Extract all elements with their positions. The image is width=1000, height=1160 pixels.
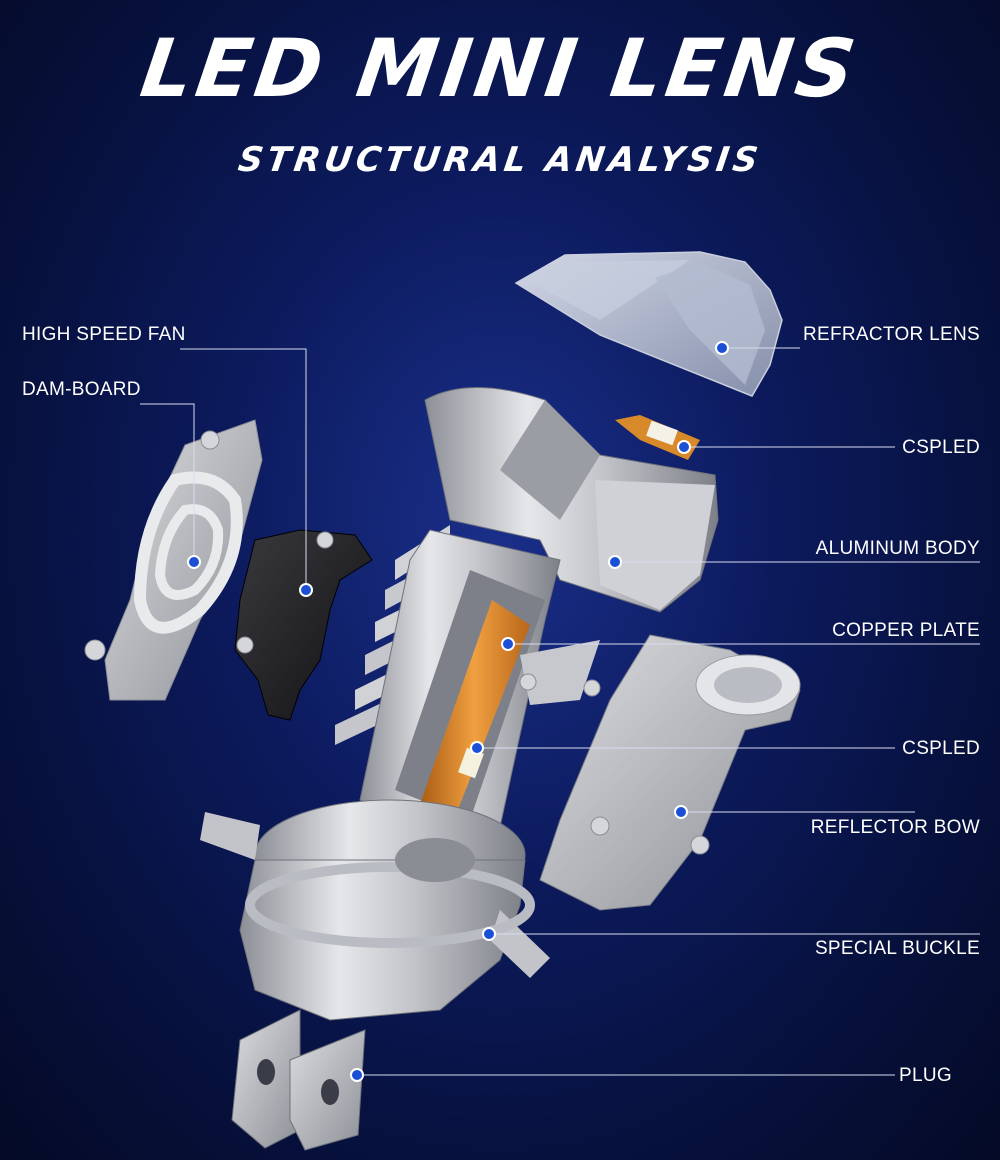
callout-dot-aluminum xyxy=(608,555,622,569)
callout-dot-refractor xyxy=(715,341,729,355)
callout-dot-cspled-bottom xyxy=(470,741,484,755)
dam-board-part xyxy=(84,419,263,701)
aluminum-body-part xyxy=(424,387,719,613)
callout-dot-fan xyxy=(299,583,313,597)
label-cspled-top: CSPLED xyxy=(902,437,980,458)
bracket-screws xyxy=(519,640,601,705)
label-high-speed-fan: HIGH SPEED FAN xyxy=(22,324,186,345)
callout-dot-dam xyxy=(187,555,201,569)
callout-dots xyxy=(187,341,729,1082)
label-cspled-bottom: CSPLED xyxy=(902,738,980,759)
cspled-top-chip xyxy=(615,415,700,460)
cspled-bottom-chip xyxy=(458,747,484,779)
callout-dot-copper xyxy=(501,637,515,651)
label-aluminum-body: ALUMINUM BODY xyxy=(815,538,980,559)
callout-dot-plug xyxy=(350,1068,364,1082)
callout-line-dam xyxy=(140,403,195,562)
copper-plate-part xyxy=(418,600,530,830)
callout-dot-buckle xyxy=(482,927,496,941)
label-dam-board: DAM-BOARD xyxy=(22,379,141,400)
label-refractor-lens: REFRACTOR LENS xyxy=(803,324,980,345)
label-reflector-bow: REFLECTOR BOW xyxy=(810,817,980,838)
callout-lines xyxy=(140,347,980,1076)
label-plug: PLUG xyxy=(899,1065,952,1086)
callout-dot-cspled-top xyxy=(677,440,691,454)
callout-dot-reflector xyxy=(674,805,688,819)
label-copper-plate: COPPER PLATE xyxy=(832,620,980,641)
reflector-bow-part xyxy=(539,634,801,911)
label-special-buckle: SPECIAL BUCKLE xyxy=(814,938,980,959)
high-speed-fan-part xyxy=(234,529,373,721)
bulb-base xyxy=(200,799,550,1021)
plug-part xyxy=(231,1009,366,1151)
callout-line-fan xyxy=(180,348,307,590)
refractor-lens-part xyxy=(514,251,783,397)
